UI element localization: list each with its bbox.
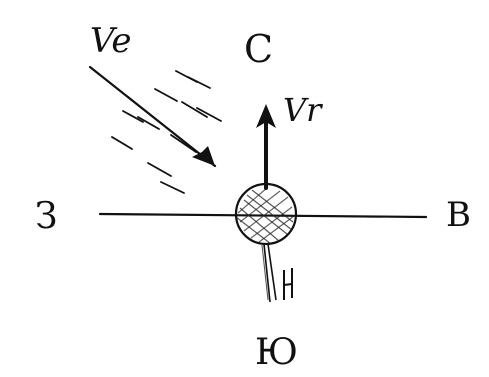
wind-hatching (111, 70, 222, 194)
hanging-thread (261, 243, 277, 303)
south-label: Ю (255, 332, 298, 373)
wind-velocity-arrow (88, 65, 217, 168)
west-label: З (35, 196, 57, 237)
body-velocity-label: Vr (283, 91, 323, 129)
wind-velocity-label: Ve (90, 21, 132, 61)
east-label: В (446, 195, 471, 235)
hatched-circle (234, 182, 298, 246)
h-marker (283, 268, 293, 300)
body-velocity-arrow (256, 104, 276, 190)
north-label: С (244, 27, 273, 71)
